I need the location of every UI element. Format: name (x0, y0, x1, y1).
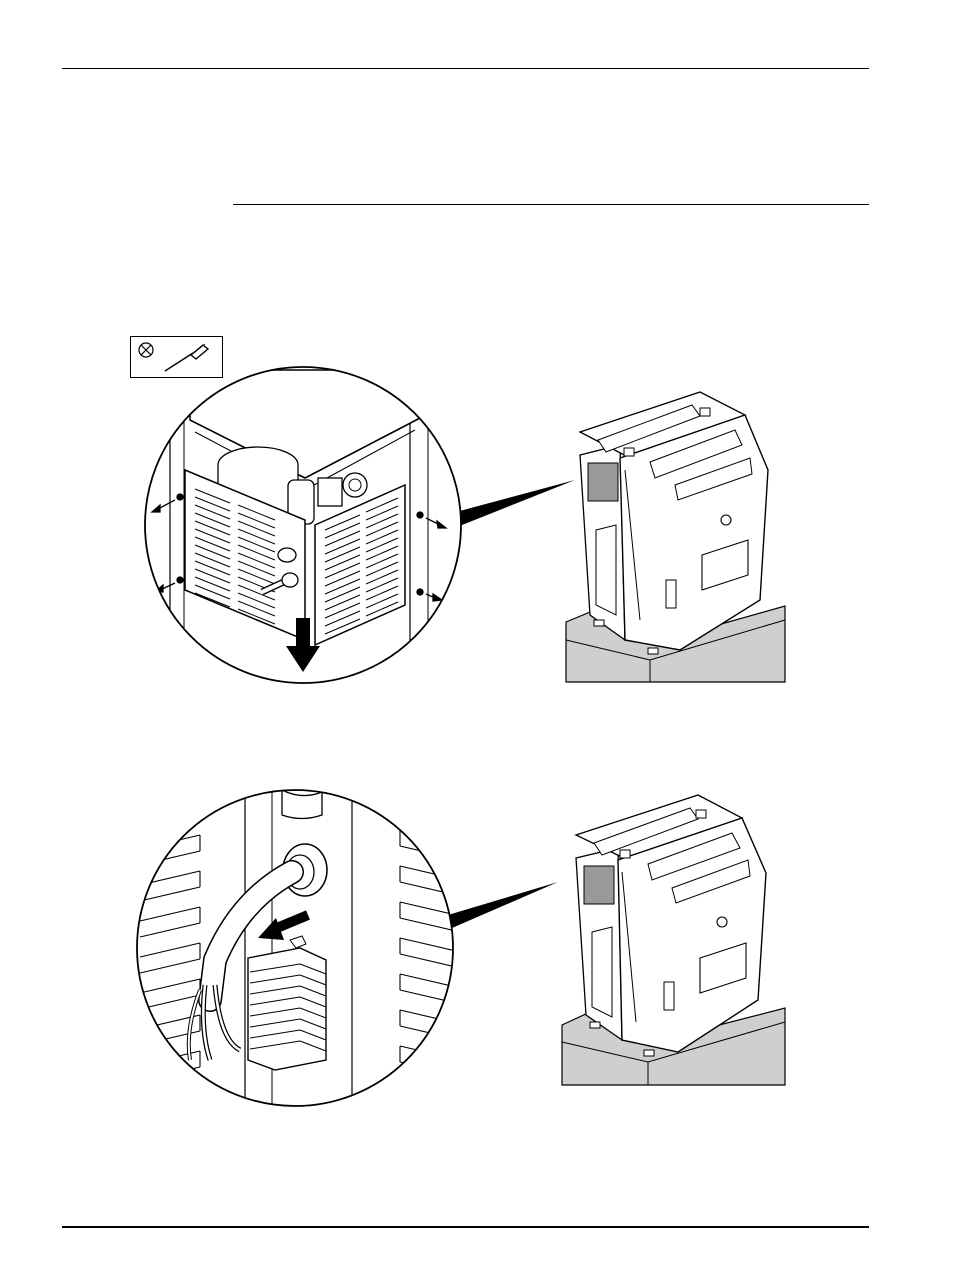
detail-view-connector (130, 780, 470, 1120)
callout-pointer-2 (448, 882, 558, 928)
unit-illustration-2 (562, 795, 785, 1085)
